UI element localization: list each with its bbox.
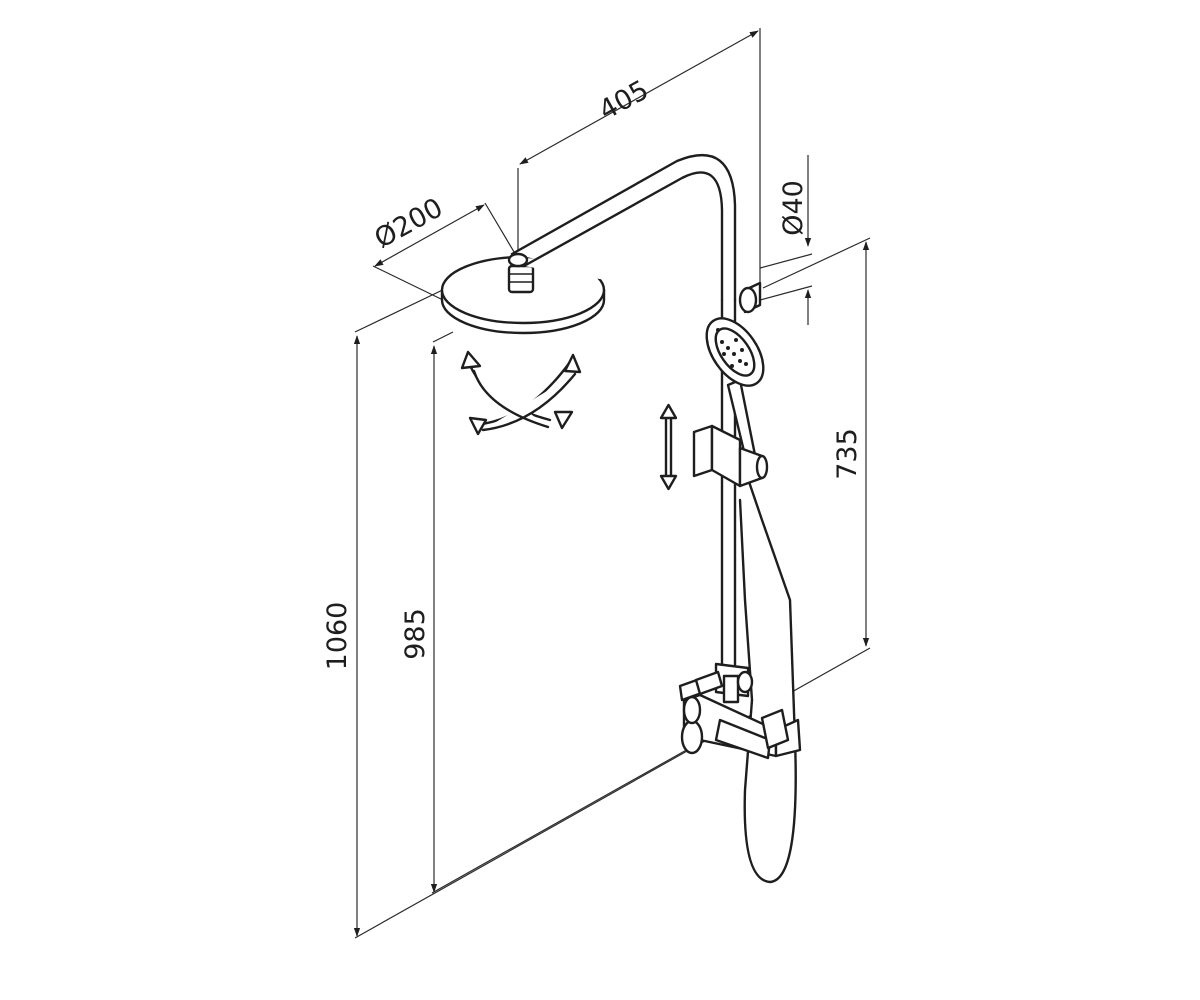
sliding-holder [692, 424, 769, 488]
overhead-shower-head [440, 255, 606, 335]
vertical-adjust-arrow-icon [659, 403, 678, 491]
dimension-label-405: 405 [594, 75, 654, 127]
mixer-body [678, 662, 802, 760]
dimension-label-head-diameter: Ø200 [370, 192, 449, 254]
dimension-rail-height: 735 [832, 241, 870, 647]
dimension-head-diameter: Ø200 [370, 192, 521, 301]
rail-wall-bracket [738, 281, 762, 314]
dimension-total-height: 1060 [322, 335, 361, 937]
dimension-label-985: 985 [400, 608, 431, 660]
shower-arm [507, 153, 737, 302]
dimension-head-height: 985 [400, 345, 438, 893]
rotation-arrows-icon [460, 350, 582, 436]
shower-hose [738, 468, 797, 884]
dimension-label-rail-diameter: Ø40 [778, 180, 809, 236]
dimension-label-735: 735 [832, 428, 863, 480]
dimension-rail-diameter: Ø40 [759, 155, 813, 325]
hand-shower-nozzles [716, 328, 748, 368]
dimension-label-1060: 1060 [322, 602, 353, 671]
